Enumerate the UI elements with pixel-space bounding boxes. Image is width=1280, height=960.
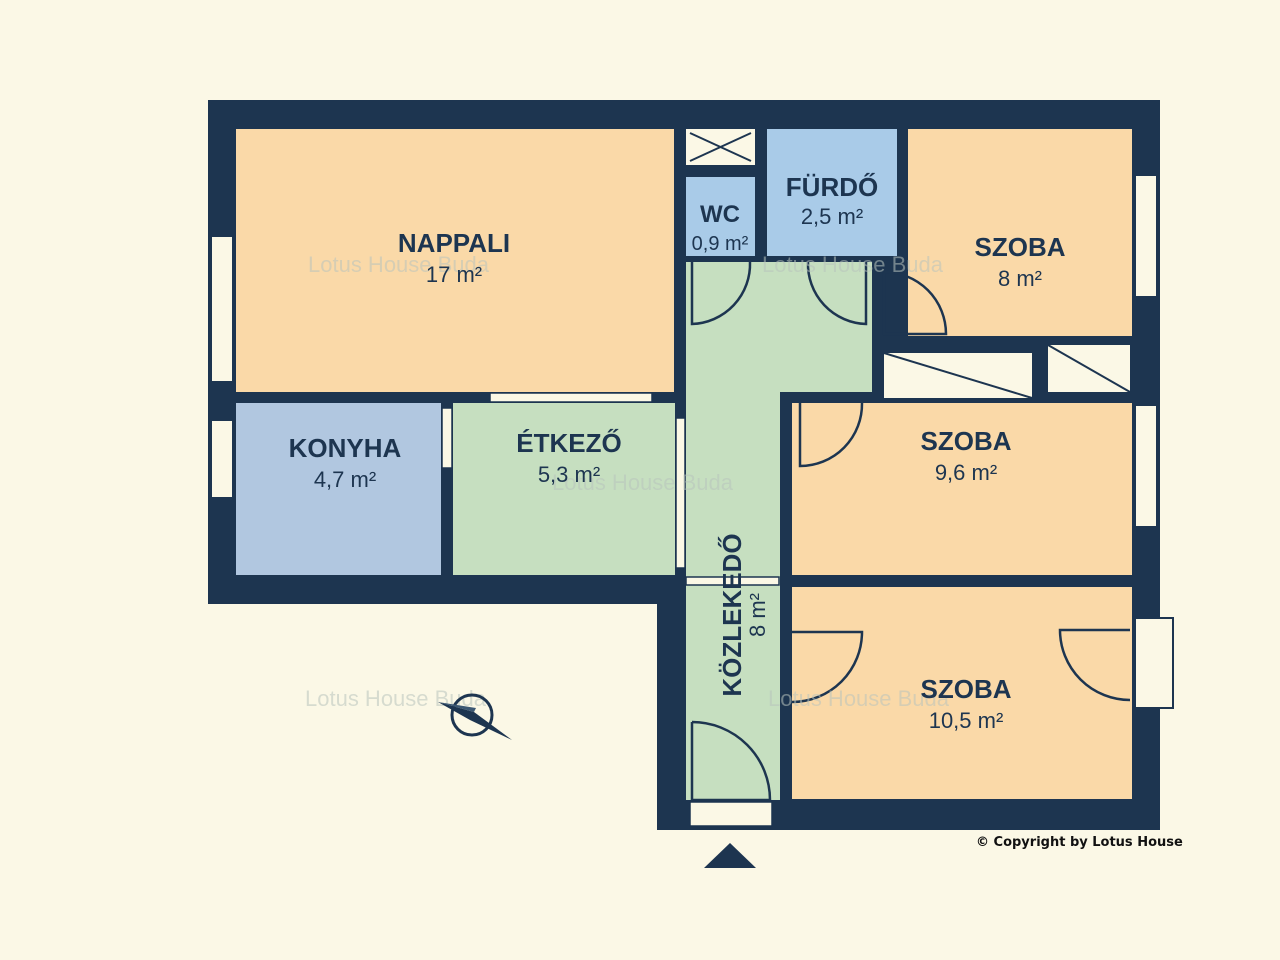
area-etkezo: 5,3 m² (538, 462, 600, 487)
label-szoba-2: SZOBA (921, 426, 1012, 456)
room-szoba-3 (792, 587, 1132, 799)
room-nappali (236, 129, 674, 392)
label-szoba-3: SZOBA (921, 674, 1012, 704)
room-szoba-2 (792, 403, 1132, 575)
label-szoba-1: SZOBA (975, 232, 1066, 262)
entrance-arrow-icon (704, 843, 756, 868)
area-wc: 0,9 m² (692, 233, 749, 255)
label-konyha: KONYHA (289, 433, 402, 463)
label-kozlekedo: KÖZLEKEDŐ (717, 533, 747, 696)
watermark-5: Lotus House Buda (768, 686, 950, 711)
area-nappali: 17 m² (426, 262, 482, 287)
area-szoba-2: 9,6 m² (935, 460, 997, 485)
room-wc (686, 177, 755, 256)
room-kozlekedo (686, 262, 872, 800)
area-kozlekedo: 8 m² (745, 593, 770, 637)
label-wc: WC (700, 201, 740, 228)
copyright-notice: © Copyright by Lotus House (976, 835, 1183, 850)
room-konyha (236, 403, 441, 575)
area-furdo: 2,5 m² (801, 204, 863, 229)
room-labels: NAPPALI 17 m² KONYHA 4,7 m² ÉTKEZŐ 5,3 m… (289, 172, 1066, 733)
label-furdo: FÜRDŐ (786, 172, 878, 202)
watermark-3: Lotus House Buda (552, 470, 734, 495)
closet (883, 344, 1131, 399)
compass-icon (438, 693, 512, 740)
room-furdo (767, 129, 897, 256)
area-szoba-3: 10,5 m² (929, 708, 1004, 733)
watermark-2: Lotus House Buda (762, 252, 944, 277)
ventilation-shaft (686, 129, 755, 165)
label-etkezo: ÉTKEZŐ (516, 428, 621, 458)
watermark-1: Lotus House Buda (308, 252, 490, 277)
area-szoba-1: 8 m² (998, 266, 1042, 291)
label-nappali: NAPPALI (398, 228, 510, 258)
room-szoba-1 (908, 129, 1132, 336)
windows (210, 174, 1174, 709)
doorways (441, 392, 780, 827)
doors (690, 261, 1131, 802)
watermarks: Lotus House Buda Lotus House Buda Lotus … (305, 252, 950, 711)
room-etkezo (453, 403, 675, 575)
area-konyha: 4,7 m² (314, 467, 376, 492)
